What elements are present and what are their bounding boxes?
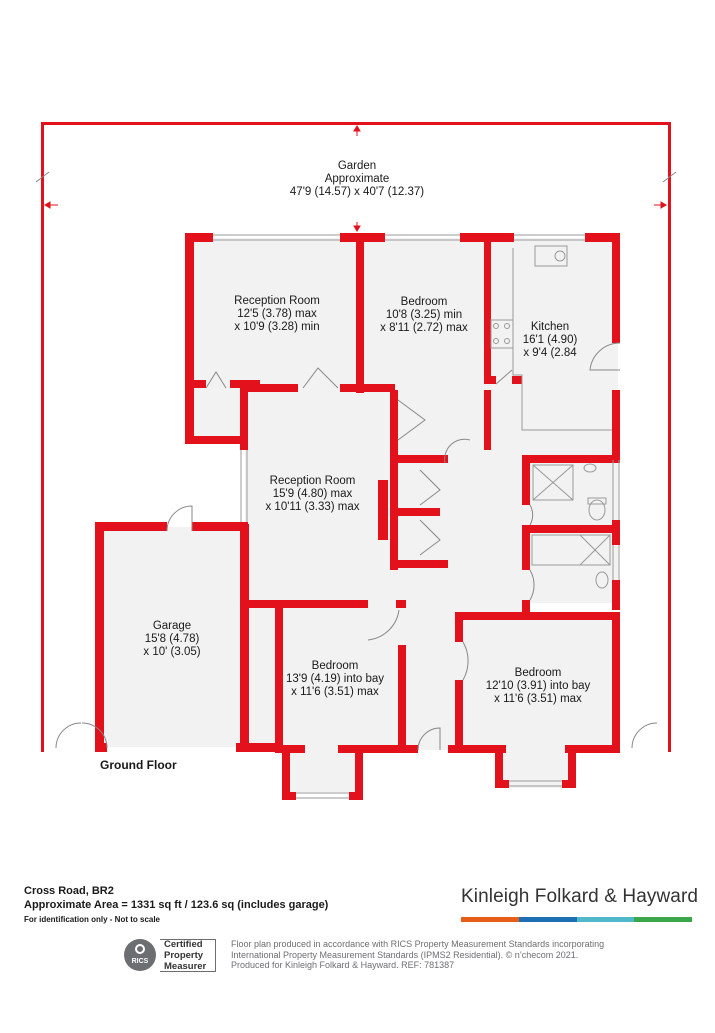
bedroom-3-dim2: x 11'6 (3.51) max [494,693,582,705]
bedroom-2-label: Bedroom 13'9 (4.19) into bay x 11'6 (3.5… [272,660,398,699]
credit-line3: Produced for Kinleigh Folkard & Hayward.… [231,960,455,970]
garage-dim1: 15'8 (4.78) [144,633,200,645]
garden-boundary [41,122,671,752]
brand-color-bar [461,917,692,922]
credit-text: Floor plan produced in accordance with R… [231,939,604,971]
kitchen-dim2: x 9'4 (2.84 [523,347,577,359]
bedroom-2-dim2: x 11'6 (3.51) max [291,686,379,698]
walls [95,233,620,800]
rics-text: Certified Property Measurer [164,939,206,972]
brand-name: Kinleigh Folkard & Hayward [461,886,699,907]
bedroom-1-name: Bedroom [400,296,448,308]
bedroom-1-dim2: x 8'11 (2.72) max [380,322,468,334]
garden-approx: Approximate [324,173,390,185]
garden-label: Garden Approximate 47'9 (14.57) x 40'7 (… [257,160,457,199]
rics-badge: RICS Certified Property Measurer [124,939,216,973]
credit-line2: International Property Measurement Stand… [231,949,579,960]
rics-line3: Measurer [164,961,207,972]
rics-abbr: RICS [131,958,149,965]
reception-room-2-dim1: 15'9 (4.80) max [272,488,353,500]
fixtures [490,245,612,589]
kitchen-dim1: 16'1 (4.90) [522,334,578,346]
reception-room-1-label: Reception Room 12'5 (3.78) max x 10'9 (3… [197,295,357,334]
reception-room-2-dim2: x 10'11 (3.33) max [265,501,360,513]
rics-line1: Certified [164,939,203,950]
reception-room-2-label: Reception Room 15'9 (4.80) max x 10'11 (… [240,475,385,514]
bedroom-2-name: Bedroom [311,660,359,672]
bedroom-3-name: Bedroom [514,667,562,679]
garage-label: Garage 15'8 (4.78) x 10' (3.05) [104,620,240,659]
brand-bar-teal [576,917,635,922]
floor-label: Ground Floor [100,758,177,772]
rics-line2: Property [164,950,204,961]
garage-name: Garage [152,620,192,632]
bedroom-3-label: Bedroom 12'10 (3.91) into bay x 11'6 (3.… [470,667,606,706]
doors [55,342,658,751]
address: Cross Road, BR2 [24,885,114,897]
reception-room-1-dim1: 12'5 (3.78) max [237,308,317,320]
bedroom-3-dim1: 12'10 (3.91) into bay [485,680,591,692]
rics-globe-icon [135,944,145,954]
reception-room-1-dim2: x 10'9 (3.28) min [234,321,320,333]
bedroom-2-dim1: 13'9 (4.19) into bay [285,673,385,685]
rics-logo-icon: RICS [124,939,156,971]
reception-room-2-name: Reception Room [269,475,356,487]
bedroom-1-label: Bedroom 10'8 (3.25) min x 8'11 (2.72) ma… [360,296,488,335]
garage-dim2: x 10' (3.05) [143,646,201,658]
brand-bar-blue [518,917,577,922]
brand-bar-orange [461,917,519,922]
bedroom-1-dim1: 10'8 (3.25) min [385,309,463,321]
room-floors [100,238,618,792]
windows [213,234,620,799]
kitchen-name: Kitchen [530,321,570,333]
property-summary: Cross Road, BR2 Approximate Area = 1331 … [24,884,328,924]
brand-bar-green [634,917,692,922]
garden-name: Garden [337,160,377,172]
reception-room-1-name: Reception Room [234,295,320,307]
garden-dimension-arrows [35,125,677,232]
disclaimer: For identification only - Not to scale [24,915,161,924]
rics-frame [160,939,216,972]
garden-dimensions: 47'9 (14.57) x 40'7 (12.37) [289,186,425,198]
credit-line1: Floor plan produced in accordance with R… [231,939,605,949]
kitchen-label: Kitchen 16'1 (4.90) x 9'4 (2.84 [510,321,590,360]
approximate-area: Approximate Area = 1331 sq ft / 123.6 sq… [24,899,329,911]
